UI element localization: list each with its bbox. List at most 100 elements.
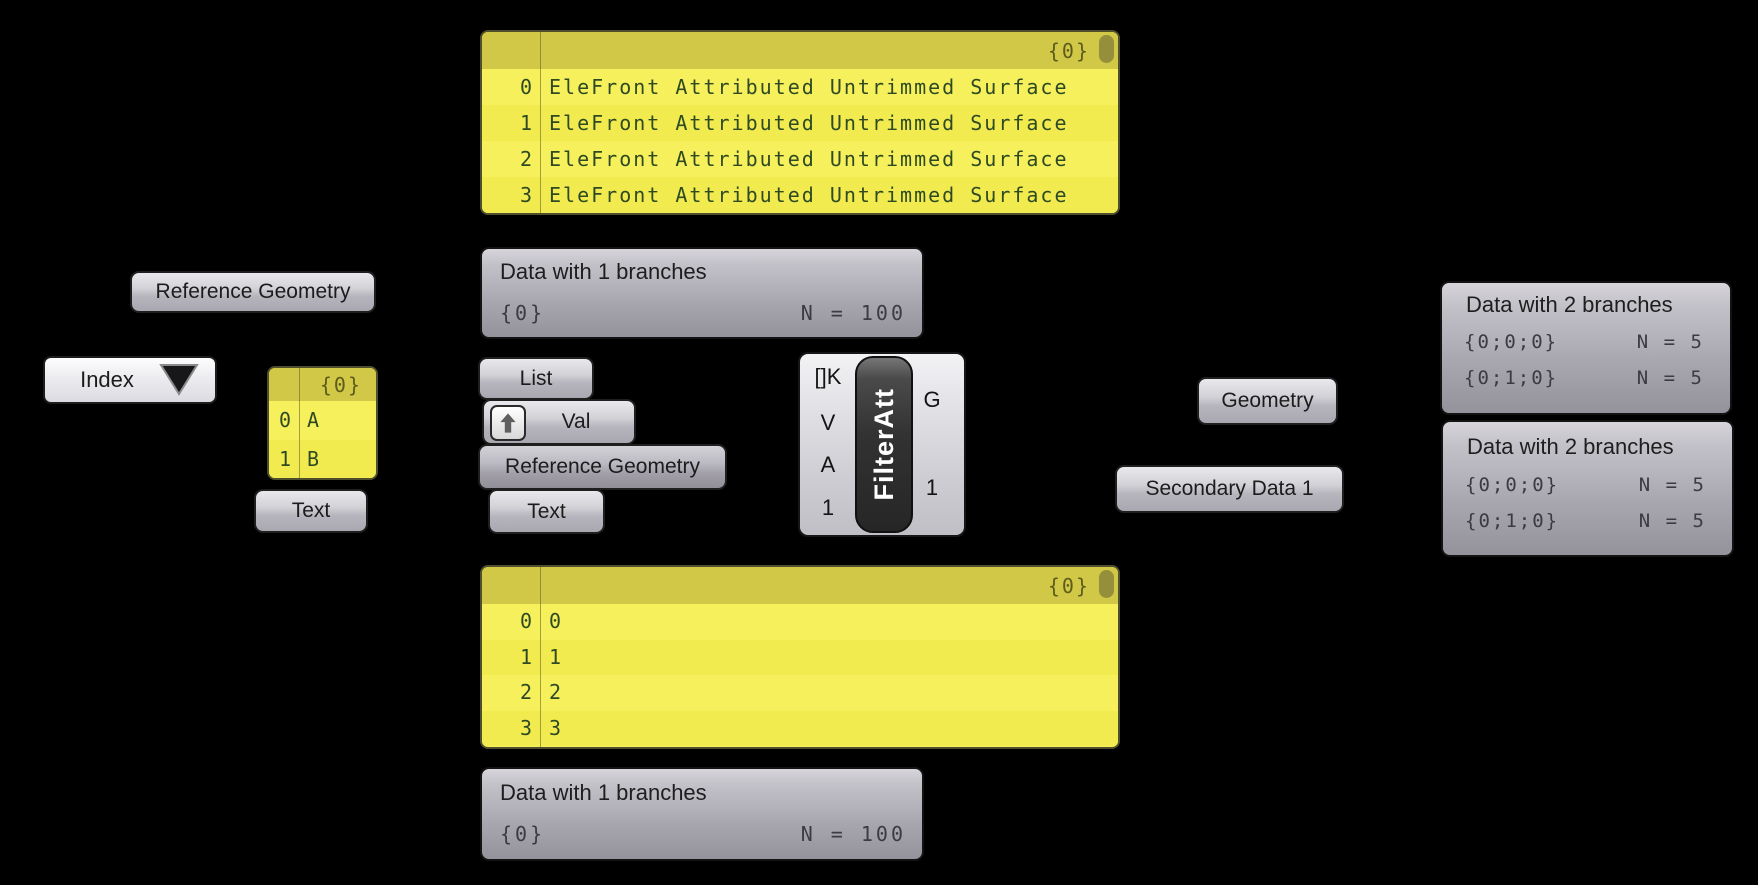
output-grip[interactable] (1725, 480, 1741, 496)
output-grip[interactable] (1335, 481, 1351, 497)
row-value: EleFront Attributed Untrimmed Surface (549, 183, 1069, 207)
row-value: 0 (549, 609, 564, 633)
output-grip[interactable] (915, 806, 931, 822)
output-grip[interactable] (1723, 340, 1739, 356)
row-index: 0 (519, 609, 532, 633)
up-arrow-icon (500, 413, 516, 433)
panel-row: 2 2 (482, 675, 1118, 711)
output-grip[interactable] (915, 285, 931, 301)
input-grip[interactable] (1108, 481, 1124, 497)
param-viewer-right-top[interactable]: Data with 2 branches {0;0;0} N = 5 {0;1;… (1433, 281, 1739, 415)
row-index: 2 (519, 680, 532, 704)
param-text-2[interactable]: Text (481, 489, 612, 534)
input-grip[interactable] (475, 414, 491, 430)
component-name-pill[interactable]: FilterAtt (855, 356, 913, 533)
branch-path: {0;1;0} (1464, 367, 1559, 389)
branch-count: N = 5 (1636, 367, 1704, 389)
output-grip[interactable] (359, 503, 375, 519)
param-label: Geometry (1221, 389, 1314, 412)
input-grip-a[interactable] (791, 456, 807, 472)
panel-row: 3 EleFront Attributed Untrimmed Surface (482, 177, 1118, 213)
panel-row: 0 EleFront Attributed Untrimmed Surface (482, 69, 1118, 105)
input-grip[interactable] (1433, 340, 1449, 356)
input-label: 1 (821, 495, 835, 520)
output-grip-g[interactable] (957, 392, 973, 408)
output-grip[interactable] (585, 370, 601, 386)
value-list-index[interactable]: Index (43, 356, 224, 404)
row-value: 3 (549, 715, 564, 740)
param-label: List (519, 366, 553, 390)
panel-row: 1 B (269, 439, 376, 478)
row-index: 1 (519, 644, 532, 669)
input-grip[interactable] (471, 459, 487, 475)
panel-row: 0 A (269, 401, 376, 440)
output-grip[interactable] (367, 284, 383, 300)
value-list-label: Index (80, 367, 134, 392)
component-filteratt[interactable]: []K V A 1 FilterAtt G 1 (791, 352, 973, 537)
input-grip[interactable] (1190, 393, 1206, 409)
input-grip[interactable] (1434, 480, 1450, 496)
panel-row: 1 EleFront Attributed Untrimmed Surface (482, 105, 1118, 141)
output-grip[interactable] (1329, 393, 1345, 409)
param-secondary-data-1[interactable]: Secondary Data 1 (1108, 465, 1351, 513)
branch-path: {0} (1047, 38, 1090, 63)
input-grip-k[interactable] (791, 369, 807, 385)
row-value: 2 (549, 680, 564, 704)
panel-row: 0 0 (482, 604, 1118, 640)
param-label: Secondary Data 1 (1145, 477, 1314, 500)
input-grip[interactable] (473, 806, 489, 822)
branch-path: {0} (500, 301, 546, 325)
panel-header: {0} (482, 32, 1118, 69)
input-grip[interactable] (471, 370, 487, 386)
panel-column-divider (299, 368, 300, 478)
panel-surfaces[interactable]: {0} 0 EleFront Attributed Untrimmed Surf… (480, 30, 1120, 215)
dropdown-triangle-icon[interactable] (159, 363, 199, 397)
output-label: 1 (925, 475, 939, 500)
param-viewer-top[interactable]: Data with 1 branches {0} N = 100 (473, 247, 931, 339)
param-list[interactable]: List (471, 357, 601, 400)
param-text-1[interactable]: Text (247, 489, 375, 533)
param-val[interactable]: Val (475, 399, 643, 445)
output-grip[interactable] (718, 459, 734, 475)
panel-indices[interactable]: {0} 0 0 1 1 2 2 3 3 (480, 565, 1120, 749)
param-viewer-bottom[interactable]: Data with 1 branches {0} N = 100 (473, 767, 931, 861)
viewer-title: Data with 2 branches (1466, 292, 1673, 317)
output-grip-1[interactable] (957, 480, 973, 496)
input-grip[interactable] (481, 503, 497, 519)
param-viewer-right-bottom[interactable]: Data with 2 branches {0;0;0} N = 5 {0;1;… (1434, 420, 1741, 557)
input-grip[interactable] (123, 284, 139, 300)
row-index: 0 (519, 75, 532, 99)
row-index: 0 (278, 408, 291, 432)
param-reference-geometry-mid[interactable]: Reference Geometry (471, 444, 734, 490)
input-grip[interactable] (247, 503, 263, 519)
viewer-title: Data with 2 branches (1467, 434, 1674, 459)
param-label: Reference Geometry (155, 280, 351, 303)
input-grip-1[interactable] (791, 499, 807, 515)
row-value: B (307, 446, 322, 471)
row-index: 1 (519, 111, 532, 135)
branch-count: N = 5 (1636, 331, 1704, 353)
panel-row: 2 EleFront Attributed Untrimmed Surface (482, 141, 1118, 177)
panel-scrollbar[interactable] (1099, 570, 1114, 598)
input-grip[interactable] (473, 285, 489, 301)
param-label: Text (527, 499, 566, 523)
branch-path: {0} (319, 372, 362, 397)
output-grip[interactable] (596, 503, 612, 519)
output-label: G (923, 387, 941, 412)
row-value: A (307, 408, 322, 432)
branch-count: N = 100 (800, 822, 906, 846)
input-label: V (820, 410, 836, 435)
branch-path: {0;0;0} (1464, 331, 1559, 353)
panel-ab[interactable]: {0} 0 A 1 B (267, 366, 378, 480)
param-geometry[interactable]: Geometry (1190, 377, 1345, 425)
output-grip[interactable] (627, 414, 643, 430)
param-reference-geometry-left[interactable]: Reference Geometry (123, 271, 383, 313)
branch-path: {0;0;0} (1465, 474, 1560, 496)
input-grip-v[interactable] (791, 414, 807, 430)
panel-header: {0} (269, 368, 376, 401)
branch-path: {0;1;0} (1465, 510, 1560, 532)
panel-scrollbar[interactable] (1099, 35, 1114, 63)
component-name: FilterAtt (868, 388, 899, 501)
panel-row: 1 1 (482, 639, 1118, 675)
